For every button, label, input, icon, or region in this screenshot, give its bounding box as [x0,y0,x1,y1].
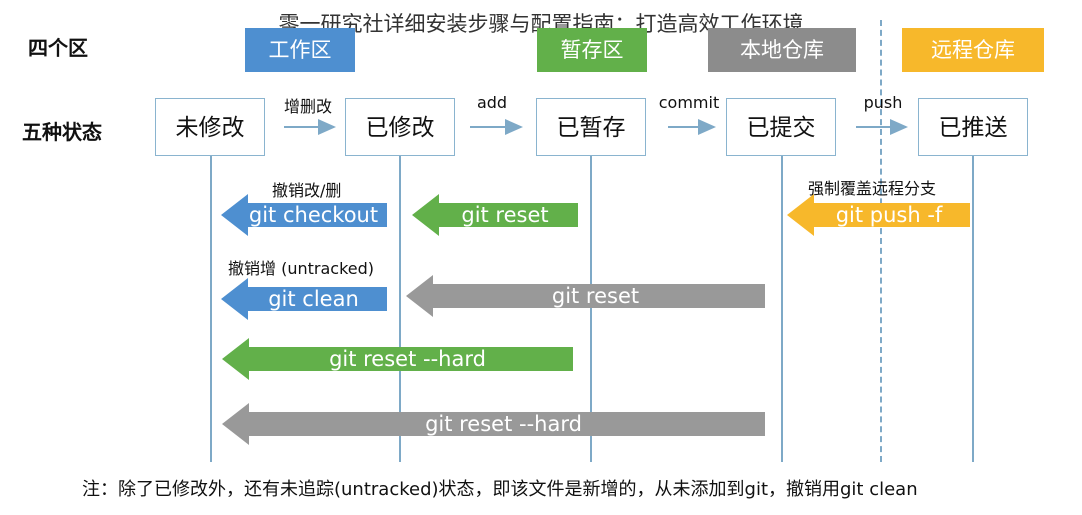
cmd-git-reset-gray: git reset [551,284,640,308]
area-staging: 暂存区 [537,28,647,72]
states-row-label: 五种状态 [22,120,102,144]
arrow-git-reset-green [412,194,578,236]
transition-label-edit: 增删改 [283,97,332,116]
state-committed: 已提交 [726,98,836,156]
arrow-git-clean [221,278,387,320]
cmd-git-reset-hard-gray: git reset --hard [425,412,582,436]
cmd-git-reset-green: git reset [461,203,549,227]
lifeline-unmodified [210,156,212,462]
state-modified: 已修改 [345,98,455,156]
cmd-git-push-force: git push -f [835,203,943,227]
arrow-git-checkout [221,194,387,236]
area-workspace: 工作区 [245,28,355,72]
state-pushed: 已推送 [918,98,1028,156]
cmd-git-clean: git clean [268,287,359,311]
lifeline-pushed [972,156,974,462]
arrow-git-reset-hard-gray [222,403,765,445]
state-staged: 已暂存 [536,98,646,156]
label-force-overwrite-remote: 强制覆盖远程分支 [808,179,937,198]
lifeline-committed [781,156,783,462]
transition-label-add: add [476,93,508,112]
label-undo-modify-delete: 撤销改/删 [272,181,342,200]
label-undo-add-untracked: 撤销增 (untracked) [228,259,375,278]
lifeline-staged [590,156,592,462]
cmd-git-reset-hard-green: git reset --hard [329,347,486,371]
areas-row-label: 四个区 [28,36,88,60]
arrow-git-push-force [787,194,970,236]
area-remote-repo: 远程仓库 [902,28,1044,72]
transition-label-push: push [863,93,903,112]
state-unmodified: 未修改 [155,98,265,156]
local-remote-divider [880,20,882,462]
arrow-git-reset-hard-green [222,338,573,380]
cmd-git-checkout: git checkout [248,203,379,227]
lifeline-modified [399,156,401,462]
arrow-git-reset-gray [406,275,765,317]
footnote: 注：除了已修改外，还有未追踪(untracked)状态，即该文件是新增的，从未添… [82,479,918,500]
area-local-repo: 本地仓库 [708,28,856,72]
transition-label-commit: commit [658,93,720,112]
